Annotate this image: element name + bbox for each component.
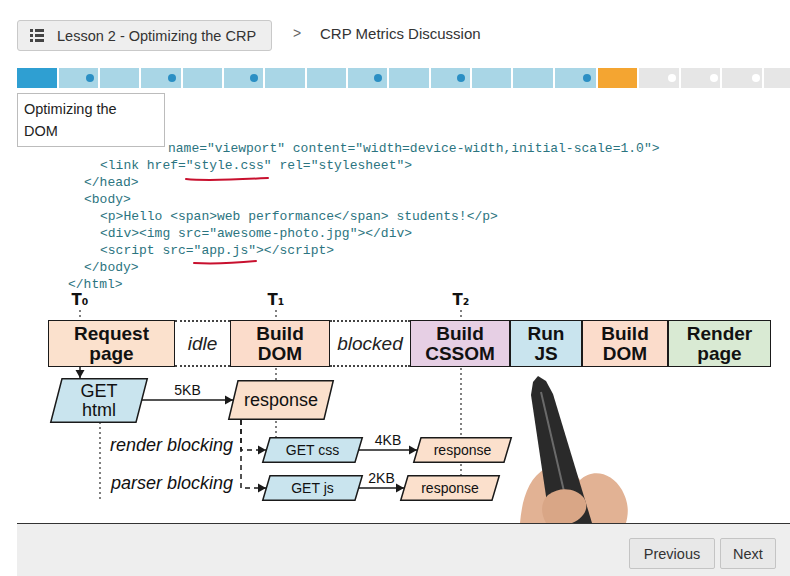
connector (241, 420, 266, 455)
code-line: <script src="app.js"></script> (100, 242, 334, 260)
node-text: Build DOM (245, 324, 315, 364)
pen-highlight (541, 392, 566, 500)
io-parallelogram: GET html (50, 378, 148, 423)
node-text: Previous (644, 546, 700, 562)
edge-label: 2KB (368, 470, 394, 486)
finger (542, 489, 586, 523)
node-text: response (421, 480, 479, 496)
video-edge (17, 523, 790, 524)
process-box: Build DOM (230, 320, 330, 367)
progress-segment (58, 68, 597, 88)
process-box: Build CSSOM (410, 320, 510, 367)
code-line: <p>Hello <span>web performance</span> st… (100, 208, 498, 226)
list-icon-bar (35, 29, 44, 32)
node-text: Optimizing the DOM (24, 98, 136, 142)
process-box: Request page (48, 320, 175, 367)
io-parallelogram: GET js (262, 475, 363, 501)
io-parallelogram: response (413, 437, 512, 463)
process-box: Build DOM (582, 320, 668, 367)
io-parallelogram: response (228, 380, 334, 420)
connector-line (241, 420, 266, 488)
node-text: GET js (291, 480, 334, 496)
page-heading: CRP Metrics Discussion (320, 25, 481, 42)
connector-line (359, 449, 417, 451)
node-text: Build DOM (590, 324, 660, 364)
code-line: </body> (84, 259, 139, 277)
edge-label: 5KB (174, 382, 200, 398)
node-text: Request page (67, 324, 157, 364)
node-text: Render page (675, 324, 765, 364)
nav-button: Next (720, 538, 776, 569)
connector-line (241, 420, 266, 450)
parallelogram-outline (414, 438, 512, 463)
pen-underline (194, 261, 256, 263)
progress-segment (638, 68, 790, 88)
parallelogram-outline (263, 438, 363, 463)
list-icon-dot (30, 39, 33, 42)
node-text: Run JS (521, 324, 571, 364)
node-text: response (244, 391, 318, 410)
node-text: GET html (69, 382, 129, 420)
connector-line (142, 399, 233, 401)
phase-note: parser blocking (111, 473, 233, 494)
node-text: Lesson 2 - Optimizing the CRP (57, 28, 256, 44)
node-text: Build CSSOM (419, 324, 501, 364)
io-parallelogram: response (400, 475, 500, 501)
lesson-button: Lesson 2 - Optimizing the CRP (17, 20, 272, 51)
node-text: blocked (337, 333, 403, 355)
phase-note: render blocking (110, 435, 233, 456)
progress-segment (17, 68, 58, 88)
node-text: GET css (286, 442, 339, 458)
breadcrumb-separator: > (293, 25, 301, 41)
list-icon-bar (35, 34, 44, 37)
code-line: </head> (84, 174, 139, 192)
list-icon (30, 29, 44, 43)
parallelogram-outline (401, 476, 500, 501)
time-marker: T₀ (72, 291, 89, 309)
parallelogram-outline (229, 381, 334, 420)
io-parallelogram: GET css (262, 437, 363, 463)
nav-button: Previous (629, 538, 715, 569)
progress-separators (58, 68, 763, 88)
node-text: idle (188, 333, 218, 355)
state-band: blocked (330, 320, 410, 367)
connector (241, 420, 266, 493)
pen-underline (186, 178, 268, 180)
progress-dots (86, 74, 591, 82)
connector (76, 367, 85, 378)
list-icon-bar (35, 39, 44, 42)
footer-bar (17, 523, 790, 576)
state-band: idle (175, 320, 230, 367)
time-marker: T₁ (268, 291, 285, 309)
node-text: response (434, 442, 492, 458)
code-line: <body> (84, 191, 131, 209)
tooltip: Optimizing the DOM (17, 93, 165, 147)
arrow-head (225, 396, 233, 405)
progress-segment (597, 68, 638, 88)
node-text: Next (733, 546, 763, 562)
arrow-head (76, 370, 85, 378)
process-box: Render page (668, 320, 771, 367)
code-line: name="viewport" content="width=device-wi… (168, 140, 659, 158)
code-line: <link href="style.css" rel="stylesheet"> (100, 157, 412, 175)
parallelogram-outline (51, 379, 148, 423)
code-line: <div><img src="awesome-photo.jpg"></div> (100, 225, 412, 243)
pen (531, 376, 592, 523)
progress-dots (668, 74, 760, 82)
parallelogram-outline (263, 476, 363, 501)
edge-label: 4KB (375, 432, 401, 448)
process-box: Run JS (510, 320, 582, 367)
time-marker: T₂ (453, 291, 470, 309)
list-icon-dot (30, 34, 33, 37)
list-icon-dot (30, 29, 33, 32)
